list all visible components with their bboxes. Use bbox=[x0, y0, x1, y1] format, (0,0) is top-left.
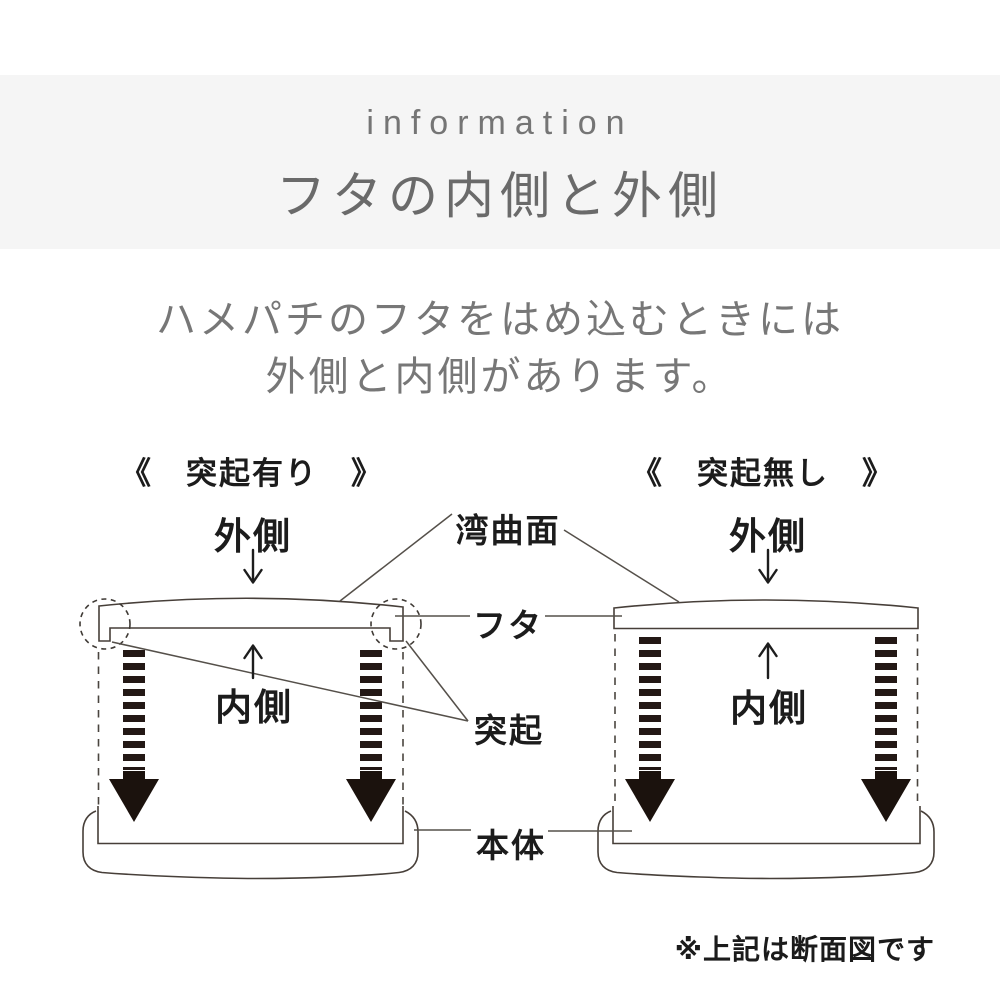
lid-with-protrusions bbox=[98, 597, 404, 642]
leader-curved-surface-left bbox=[339, 513, 453, 602]
dashed-guide-lines bbox=[97, 634, 919, 806]
footnote-cross-section-note: ※上記は断面図です bbox=[674, 934, 935, 965]
body-tray-left bbox=[82, 806, 419, 880]
protrusion-highlight-circle bbox=[79, 598, 131, 650]
inside-label-right: 内側 bbox=[730, 688, 808, 729]
press-arrow bbox=[109, 650, 159, 822]
outside-down-arrow bbox=[758, 548, 778, 584]
caption-with-protrusion: 《 突起有り 》 bbox=[120, 456, 384, 491]
press-arrow bbox=[625, 637, 675, 822]
press-arrow bbox=[346, 650, 396, 822]
protrusion-label: 突起 bbox=[474, 712, 544, 749]
protrusion-highlight-circle bbox=[370, 598, 422, 650]
inside-up-arrow bbox=[243, 644, 263, 680]
intro-line-1: ハメパチのフタをはめ込むときには bbox=[156, 298, 844, 342]
inside-label-left: 内側 bbox=[215, 687, 293, 728]
header-band bbox=[0, 75, 1000, 249]
press-arrow bbox=[861, 637, 911, 822]
body-tray-right bbox=[597, 806, 935, 880]
intro-line-2: 外側と内側があります。 bbox=[265, 355, 735, 399]
lid-without-protrusions bbox=[613, 599, 919, 630]
outside-label-left: 外側 bbox=[214, 516, 292, 557]
outside-label-right: 外側 bbox=[729, 516, 807, 557]
press-arrows bbox=[109, 637, 911, 822]
page-title: フタの内側と外側 bbox=[276, 168, 724, 224]
leader-curved-surface-right bbox=[563, 529, 680, 603]
eyebrow-text: information bbox=[366, 104, 634, 142]
curved-surface-label: 湾曲面 bbox=[455, 512, 561, 549]
lid-label: フタ bbox=[473, 607, 543, 644]
leader-lines bbox=[111, 513, 680, 832]
caption-without-protrusion: 《 突起無し 》 bbox=[631, 456, 895, 491]
leader-protrusion-far bbox=[111, 641, 469, 722]
leader-protrusion-near bbox=[405, 640, 469, 722]
outside-down-arrow bbox=[243, 548, 263, 584]
body-label: 本体 bbox=[476, 827, 546, 864]
inside-up-arrow bbox=[758, 642, 778, 680]
intro-text: ハメパチのフタをはめ込むときには 外側と内側があります。 bbox=[0, 292, 1000, 406]
